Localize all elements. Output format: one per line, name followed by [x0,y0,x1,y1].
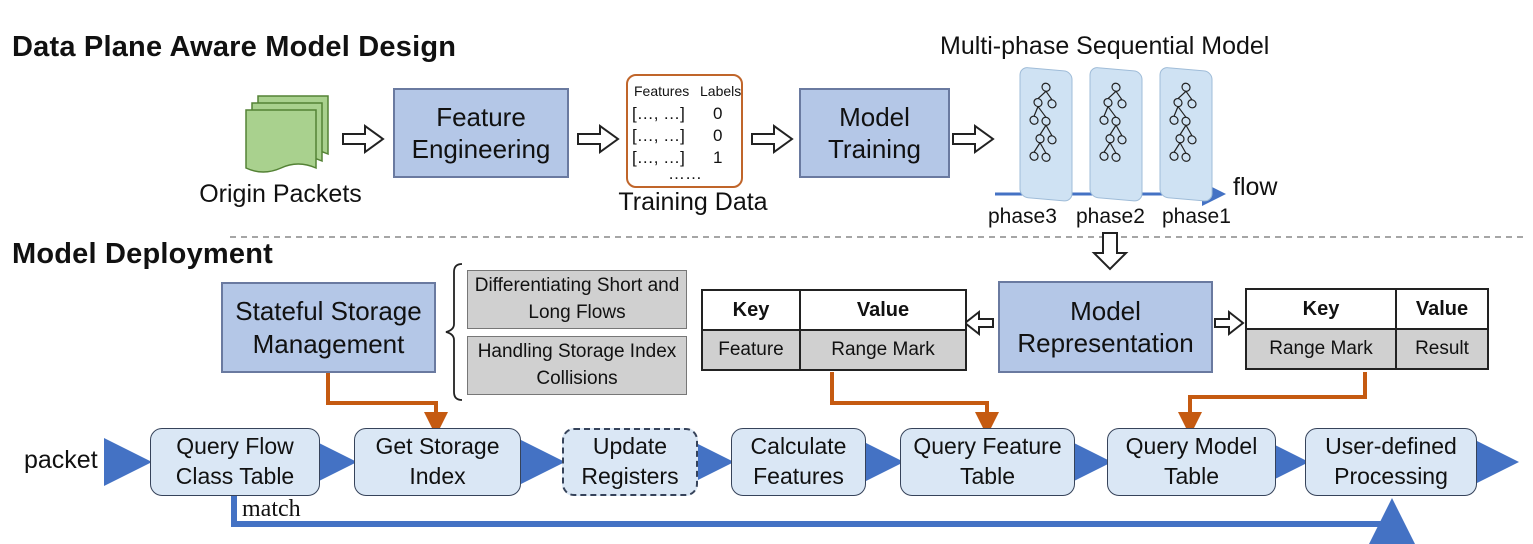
more-rows-ellipsis: …… [668,164,702,183]
step-query-feature-table-label: Query Feature Table [913,433,1062,489]
model-training-box: Model Training [799,88,950,178]
step-calculate-features-label: Calculate Features [750,433,847,489]
step-user-defined-processing: User-defined Processing [1305,428,1477,496]
arrow-model-down [1091,232,1129,271]
model-table-key-header: Key [1247,290,1397,330]
features-header: Features [634,83,690,99]
step-query-flow-class-table: Query Flow Class Table [150,428,320,496]
curly-brace [445,263,463,401]
phase-label-2: phase2 [1076,205,1145,228]
pipeline-arrows [104,438,1519,544]
feature-engineering-box: Feature Engineering [393,88,569,178]
step-query-flow-class-table-label: Query Flow Class Table [175,433,295,489]
hollow-arrows [342,124,1245,337]
step-calculate-features: Calculate Features [731,428,866,496]
feature-table-value: Range Mark [801,331,965,369]
arrow-to-model-table [1214,309,1245,337]
model-representation-label: Model Representation [1017,295,1194,359]
phase-cards [1019,67,1213,202]
design-heading: Data Plane Aware Model Design [12,31,457,63]
step-get-storage-index: Get Storage Index [354,428,521,496]
training-data-caption: Training Data [618,188,768,216]
arrow-to-feature-table [963,309,994,337]
stateful-storage-box: Stateful Storage Management [221,282,436,373]
note-index-collisions-label: Handling Storage Index Collisions [477,340,677,389]
arrow-fe-to-data [577,124,620,154]
step-query-model-table: Query Model Table [1107,428,1276,496]
packet-input-label: packet [24,446,98,474]
training-data-box: Features Labels […, …] 0 […, …] 0 […, …]… [626,74,743,188]
phase-label-3: phase3 [988,205,1057,228]
model-training-label: Model Training [828,101,921,165]
deployment-heading: Model Deployment [12,238,273,270]
step-update-registers: Update Registers [562,428,698,496]
feature-table-key: Feature [703,331,801,369]
feature-row-3: […, …] [632,148,685,167]
origin-packets-label: Origin Packets [199,180,362,208]
stateful-storage-label: Stateful Storage Management [235,296,422,359]
flow-label: flow [1233,173,1278,201]
phase-label-1: phase1 [1162,205,1231,228]
model-table: Key Value Range Mark Result [1245,288,1489,370]
multiphase-title: Multi-phase Sequential Model [940,32,1270,60]
arrow-training-to-model [952,124,995,154]
match-label: match [242,496,301,522]
label-row-3: 1 [713,148,723,167]
model-table-key: Range Mark [1247,330,1397,368]
model-table-value: Result [1397,330,1487,368]
model-table-value-header: Value [1397,290,1487,330]
step-update-registers-label: Update Registers [581,433,679,489]
step-query-model-table-label: Query Model Table [1125,433,1258,489]
note-short-long-flows-label: Differentiating Short and Long Flows [474,274,680,323]
label-row-1: 0 [713,104,723,123]
feature-table: Key Value Feature Range Mark [701,289,967,371]
note-short-long-flows: Differentiating Short and Long Flows [467,270,687,329]
step-get-storage-index-label: Get Storage Index [375,433,500,489]
model-representation-box: Model Representation [998,281,1213,373]
note-index-collisions: Handling Storage Index Collisions [467,336,687,395]
step-query-feature-table: Query Feature Table [900,428,1075,496]
packets-icon [245,95,329,173]
feature-row-2: […, …] [632,126,685,145]
feature-row-1: […, …] [632,104,685,123]
labels-header: Labels [700,83,742,99]
feature-table-value-header: Value [801,291,965,331]
step-user-defined-processing-label: User-defined Processing [1325,433,1457,489]
feature-engineering-label: Feature Engineering [411,101,551,165]
arrow-packets-to-fe [342,124,385,154]
feature-table-key-header: Key [703,291,801,331]
arrow-data-to-training [751,124,794,154]
label-row-2: 0 [713,126,723,145]
orange-connectors [326,372,1367,436]
